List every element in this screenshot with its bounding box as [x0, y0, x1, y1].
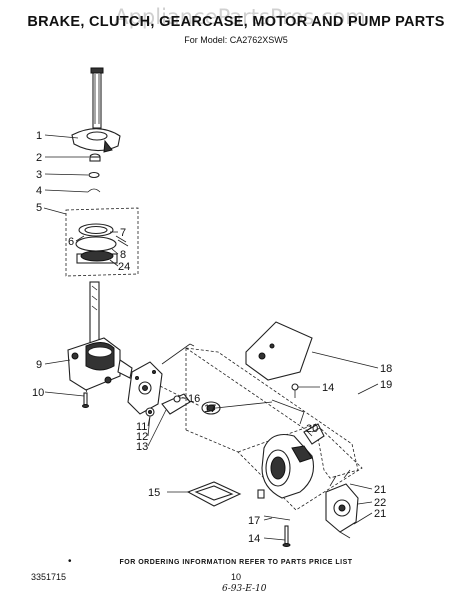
document-number: 3351715	[31, 572, 67, 582]
callout-14-upper: 14	[322, 382, 334, 394]
part-17-rod	[271, 399, 305, 425]
dash-guide	[85, 388, 88, 395]
part-20-capacitor	[303, 423, 325, 445]
part-14-bolt-lower	[282, 525, 291, 547]
part-18-gasket-panel	[245, 321, 313, 381]
page-title: BRAKE, CLUTCH, GEARCASE, MOTOR AND PUMP …	[27, 14, 445, 30]
callout-11: 11	[136, 421, 147, 433]
part-17-clip-lower	[263, 515, 291, 521]
callout-9: 9	[36, 359, 42, 371]
part-4-clip	[87, 188, 101, 193]
dash-guide	[159, 385, 201, 407]
footer-bullet: •	[68, 556, 72, 567]
callout-6: 6	[68, 236, 74, 248]
part-5-brake-package	[65, 207, 139, 277]
part-10-bolt	[82, 392, 89, 408]
part-21-22-pump	[325, 469, 359, 539]
callout-2: 2	[36, 152, 42, 164]
callout-14-lower: 14	[248, 533, 260, 545]
leader-lines	[43, 134, 379, 541]
callout-15: 15	[148, 487, 160, 499]
shaft-guide	[161, 343, 195, 365]
part-9-gearcase	[67, 337, 133, 391]
part-15-gasket	[186, 481, 242, 507]
callout-13: 13	[136, 441, 148, 453]
part-16-clip	[173, 395, 181, 403]
callout-7: 7	[120, 227, 126, 239]
drive-shaft-upper	[90, 67, 104, 129]
callout-3: 3	[36, 169, 42, 181]
callout-10: 10	[32, 387, 44, 399]
part-2-nut	[89, 153, 101, 162]
part-11-12-screws	[145, 407, 155, 417]
pump-cover-plate	[127, 361, 163, 415]
callout-5: 5	[36, 202, 42, 214]
callout-labels: 1 2 3 4 5 6 7 8 24 9 10 11 12 13 16 17 1…	[32, 130, 392, 545]
page-number: 10	[231, 572, 242, 582]
callout-20: 20	[306, 423, 318, 435]
part-1-brake-cam	[71, 128, 121, 153]
callout-18: 18	[380, 363, 392, 375]
model-label: For Model: CA2762XSW5	[184, 35, 288, 45]
callout-19: 19	[380, 379, 392, 391]
callout-4: 4	[36, 185, 42, 197]
part-14-screw-top	[291, 383, 299, 398]
callout-1: 1	[36, 130, 42, 142]
callout-24: 24	[118, 261, 130, 273]
pump-pulley	[201, 401, 221, 415]
callout-8: 8	[120, 249, 126, 261]
part-3-washer	[88, 171, 100, 179]
callout-17-lower: 17	[248, 515, 260, 527]
motor	[257, 433, 315, 499]
callout-16: 16	[188, 393, 200, 405]
callout-21-lower: 21	[374, 508, 386, 520]
callout-22: 22	[374, 497, 386, 509]
handwritten-note: 6-93-E-10	[222, 584, 267, 594]
callout-21-upper: 21	[374, 484, 386, 496]
callout-12: 12	[136, 431, 148, 443]
callout-17-upper: 17	[204, 403, 216, 415]
ordering-note: FOR ORDERING INFORMATION REFER TO PARTS …	[119, 559, 353, 566]
